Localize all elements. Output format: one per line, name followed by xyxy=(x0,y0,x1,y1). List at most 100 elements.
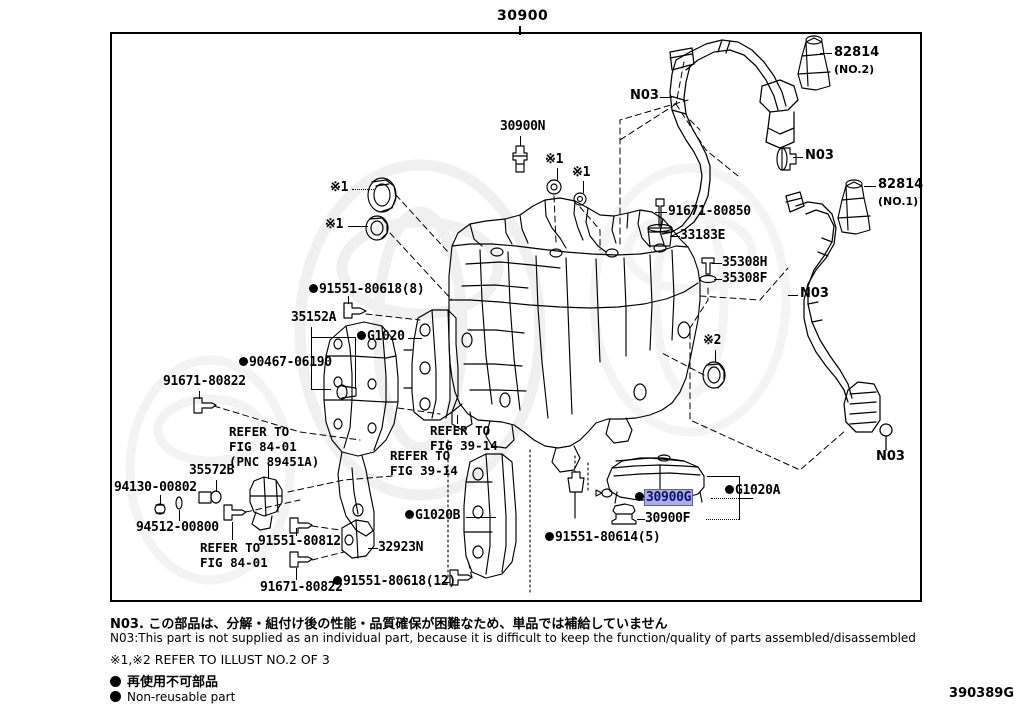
legend-nonreusable-english: Non-reusable part xyxy=(110,690,235,704)
leader-91671-80850 xyxy=(655,212,667,213)
leader-82814-no1 xyxy=(864,186,876,187)
label-gasket-g1020b: G1020B xyxy=(405,509,460,523)
label-ring-x1-b: ※1 xyxy=(572,165,591,180)
leader-35152a-stem xyxy=(311,327,312,337)
nonreusable-dot-icon xyxy=(309,284,318,293)
label-clamp-82814-no2-sub: (NO.2) xyxy=(834,63,875,76)
label-bolt-91551-80618-8: 91551-80618(8) xyxy=(309,283,425,297)
leader-fig-39-14-a xyxy=(457,415,458,424)
refer-fig-84-01-pnc-line1: REFER TO xyxy=(229,424,290,439)
label-clamp-82814-no2: 82814 xyxy=(834,45,880,60)
legend-nonreusable-japanese: 再使用不可部品 xyxy=(110,671,218,690)
leader-g1020a-mid xyxy=(739,498,753,499)
leader-33183e xyxy=(670,236,680,237)
label-bracket-35572b: 35572B xyxy=(189,463,235,478)
leader-g1020b xyxy=(466,517,496,518)
refer-fig-39-14-a-line2: FIG 39-14 xyxy=(430,438,498,453)
nonreusable-dot-icon xyxy=(725,485,734,494)
label-bolt-91551-80614-5: 91551-80614(5) xyxy=(545,531,661,545)
figure-title-leader xyxy=(519,26,521,35)
label-plug-90467-06190: 90467-06190 xyxy=(239,356,332,370)
label-gasket-g1020a: G1020A xyxy=(725,484,780,498)
label-bolt-35308h: 35308H xyxy=(722,255,768,270)
refer-fig-84-01-line2: FIG 84-01 xyxy=(200,555,268,570)
label-n03-right: N03 xyxy=(800,286,829,301)
label-gasket-g1020: G1020 xyxy=(357,330,405,344)
diagram-frame xyxy=(110,32,922,602)
label-n03-topleft: N03 xyxy=(630,88,659,103)
label-washer-94512-00800: 94512-00800 xyxy=(136,520,219,535)
figure-title: 30900 xyxy=(497,8,549,24)
leader-35308h xyxy=(712,263,722,264)
label-bolt-91671-80822-a: 91671-80822 xyxy=(163,374,246,389)
leader-g1020a-top xyxy=(707,476,739,477)
label-n03-mid: N03 xyxy=(805,148,834,163)
label-mount-33183e: 33183E xyxy=(680,228,726,243)
drawing-code: 390389G xyxy=(949,686,1014,701)
nonreusable-dot-icon xyxy=(110,691,121,702)
label-nut-94130-00802: 94130-00802 xyxy=(114,480,197,495)
label-strainer-30900g[interactable]: 30900G xyxy=(635,489,694,506)
label-bolt-91671-80850: 91671-80850 xyxy=(668,204,751,219)
refer-fig-84-01-pnc-line2: FIG 84-01 xyxy=(229,439,297,454)
leader-91551-80618-8 xyxy=(348,296,349,304)
label-clamp-82814-no1-sub: (NO.1) xyxy=(878,195,919,208)
nonreusable-dot-icon xyxy=(333,576,342,585)
leader-30900f-stub xyxy=(637,519,645,520)
leader-35152a-bottom xyxy=(311,389,331,390)
note-n03-english: N03:This part is not supplied as an indi… xyxy=(110,631,916,645)
refer-fig-84-01-pnc-line3: (PNC 89451A) xyxy=(229,454,320,469)
leader-91551-80812 xyxy=(296,528,297,536)
leader-n03-mid xyxy=(793,157,803,158)
label-bolt-91551-80812: 91551-80812 xyxy=(258,534,341,549)
refer-fig-84-01-line1: REFER TO xyxy=(200,540,261,555)
note-illust-reference: ※1,※2 REFER TO ILLUST NO.2 OF 3 xyxy=(110,652,330,667)
leader-35152a-right xyxy=(355,337,356,389)
leader-x1-a xyxy=(557,168,558,180)
label-bolt-91551-80618-12: 91551-80618(12) xyxy=(333,575,456,589)
selected-part-number[interactable]: 30900G xyxy=(643,489,694,506)
nonreusable-dot-icon xyxy=(110,676,121,687)
label-clamp-82814-no1: 82814 xyxy=(878,177,924,192)
leader-30900g xyxy=(711,498,739,499)
leader-30900f xyxy=(706,519,739,520)
nonreusable-dot-icon xyxy=(239,357,248,366)
refer-fig-39-14-a-line1: REFER TO xyxy=(430,423,491,438)
leader-seal-upper xyxy=(352,189,374,190)
leader-35308f xyxy=(714,279,722,280)
label-seal-lower: ※1 xyxy=(325,217,344,232)
refer-fig-39-14-b-line1: REFER TO xyxy=(390,448,451,463)
nonreusable-dot-icon xyxy=(545,532,554,541)
note-n03-japanese: N03. この部品は、分解・組付け後の性能・品質確保が困難なため、単品では補給し… xyxy=(110,617,668,632)
label-washer-35308f: 35308F xyxy=(722,271,768,286)
leader-35572b xyxy=(216,480,217,492)
label-bracket-32923n: 32923N xyxy=(378,540,424,555)
label-ring-x1-a: ※1 xyxy=(545,152,564,167)
leader-n03-right xyxy=(788,295,798,296)
leader-91671-80822-b xyxy=(296,568,297,580)
leader-82814-no2 xyxy=(820,53,832,54)
label-n03-bottomright: N03 xyxy=(876,449,905,464)
leader-seal-lower xyxy=(348,226,368,227)
leader-32923n xyxy=(368,548,378,549)
leader-91671-80822-a xyxy=(199,391,200,399)
leader-91551-80618-12 xyxy=(442,582,450,583)
leader-35152a-top xyxy=(311,337,355,338)
nonreusable-dot-icon xyxy=(357,331,366,340)
label-seal-x2: ※2 xyxy=(703,333,722,348)
leader-30900n xyxy=(520,136,521,146)
leader-x1-b xyxy=(583,181,584,193)
leader-fig-84-01 xyxy=(232,522,233,540)
nonreusable-dot-icon xyxy=(405,510,414,519)
leader-g1020 xyxy=(408,338,422,339)
refer-fig-39-14-b-line2: FIG 39-14 xyxy=(390,463,458,478)
label-seal-upper: ※1 xyxy=(330,180,349,195)
leader-94130-00802 xyxy=(160,495,161,505)
leader-35152a-left xyxy=(311,337,312,389)
leader-fig-84-01-pnc xyxy=(268,465,269,479)
label-plug-30900n: 30900N xyxy=(500,119,546,134)
leader-x2 xyxy=(715,350,716,362)
nonreusable-dot-icon xyxy=(635,492,644,501)
label-magnet-30900f: 30900F xyxy=(645,511,691,526)
leader-n03-topleft xyxy=(660,97,672,98)
